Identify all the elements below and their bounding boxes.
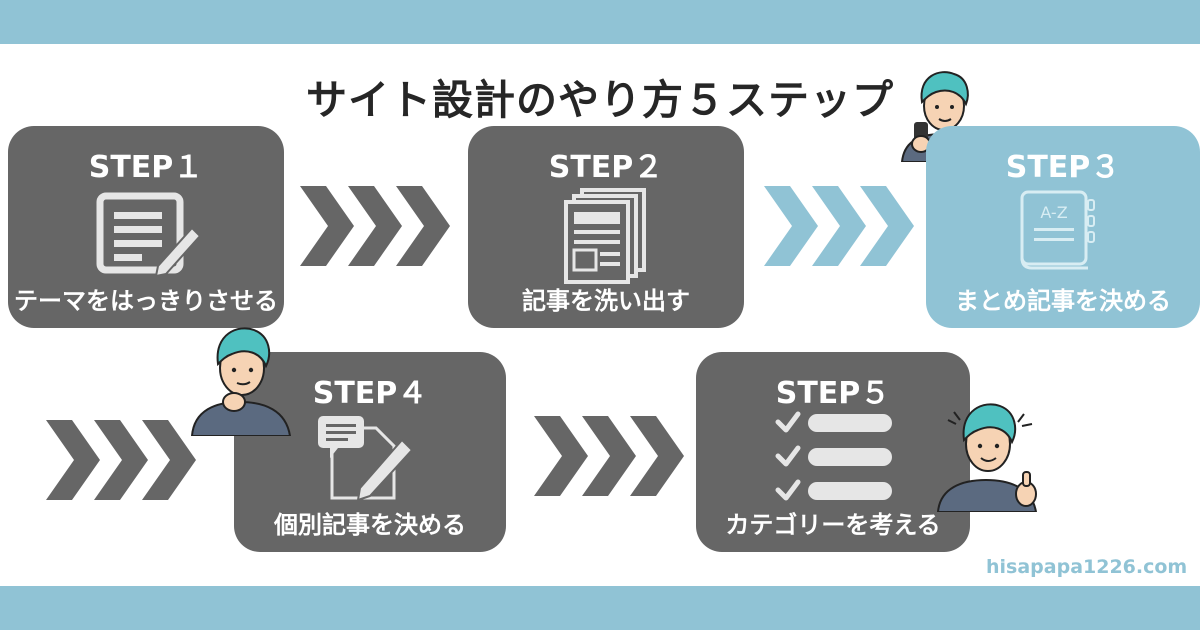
step-5-caption: カテゴリーを考える bbox=[725, 511, 941, 539]
page-title: サイト設計のやり方５ステップ bbox=[306, 76, 894, 124]
website-url: hisapapa1226.com bbox=[986, 556, 1188, 578]
checklist-icon bbox=[775, 411, 892, 501]
step-4-card: STEP４ 個別記事を決める bbox=[234, 352, 506, 552]
step-5-label: STEP５ bbox=[775, 376, 891, 411]
arrow-chevrons-1 bbox=[300, 186, 450, 266]
comment-document-pencil-icon bbox=[318, 416, 414, 502]
arrow-chevrons-2 bbox=[764, 186, 914, 266]
step-5-card: STEP５ カテゴリーを考える bbox=[696, 352, 970, 552]
arrow-chevrons-3 bbox=[46, 420, 196, 500]
step-4-label: STEP４ bbox=[312, 376, 428, 411]
top-band bbox=[0, 0, 1200, 44]
step-2-card: STEP２ 記事を洗い出す bbox=[468, 126, 744, 328]
document-pencil-icon bbox=[96, 192, 200, 276]
step-1-card: STEP１ テーマをはっきりさせる bbox=[8, 126, 284, 328]
person-thumbs-up-illustration bbox=[936, 403, 1038, 512]
a-z-book-icon: A-Z bbox=[1020, 190, 1095, 270]
svg-text:A-Z: A-Z bbox=[1040, 203, 1067, 222]
step-2-caption: 記事を洗い出す bbox=[522, 287, 690, 315]
arrow-chevrons-4 bbox=[534, 416, 684, 496]
step-3-label: STEP３ bbox=[1005, 150, 1121, 185]
step-2-label: STEP２ bbox=[548, 150, 664, 185]
step-4-caption: 個別記事を決める bbox=[274, 511, 466, 539]
stacked-pages-icon bbox=[564, 188, 646, 284]
step-1-caption: テーマをはっきりさせる bbox=[14, 287, 278, 315]
step-3-card: STEP３ A-Z まとめ記事を決める bbox=[926, 126, 1200, 328]
bottom-band bbox=[0, 586, 1200, 630]
step-1-label: STEP１ bbox=[88, 150, 204, 185]
person-thinking-illustration bbox=[190, 327, 292, 436]
step-3-caption: まとめ記事を決める bbox=[955, 287, 1171, 315]
